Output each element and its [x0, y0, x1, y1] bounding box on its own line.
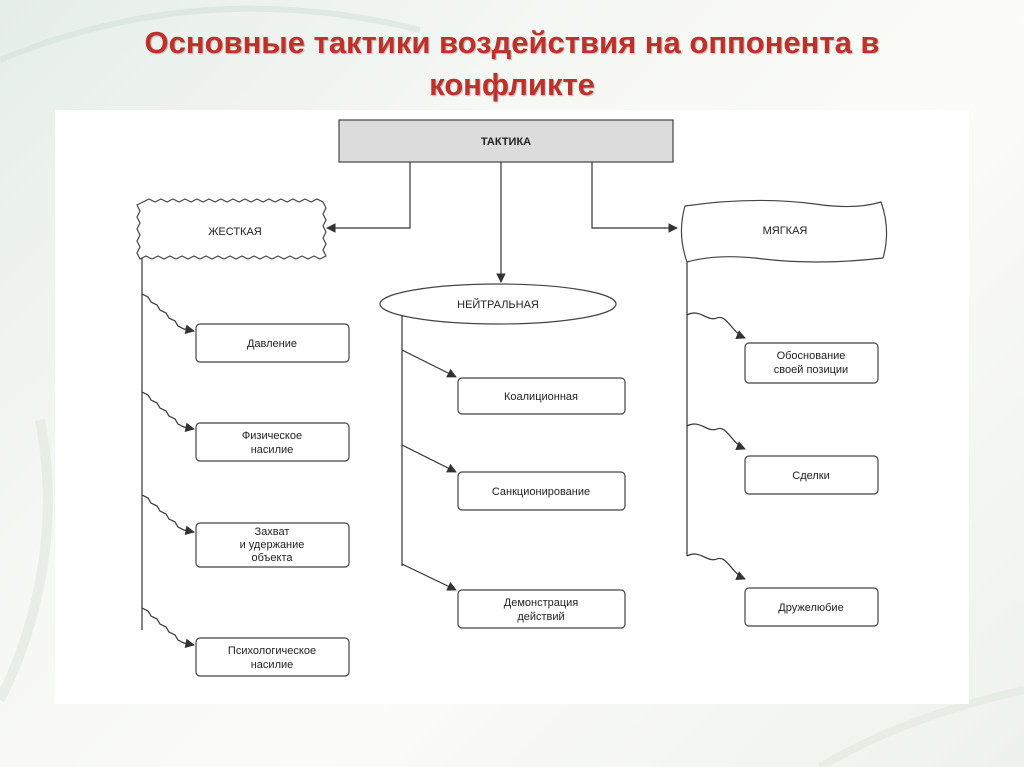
neutral-ellipse [379, 283, 617, 325]
soft-arrow-2 [686, 423, 746, 450]
hard-item-box-1 [195, 323, 350, 363]
soft-item-3-line-1: Дружелюбие [778, 602, 843, 614]
root-box [338, 119, 674, 163]
soft-arrow-1 [686, 312, 746, 339]
neutral-item-box-2 [457, 471, 626, 511]
hard-item-box-2 [195, 422, 350, 462]
neutral-item-3-line-2: действий [517, 611, 564, 623]
hard-label: ЖЕСТКАЯ [208, 226, 262, 238]
soft-item-2-line-1: Сделки [792, 470, 830, 482]
slide-title-line-1: Основные тактики воздействия на оппонент… [144, 25, 880, 60]
slide-title: Основные тактики воздействия на оппонент… [60, 22, 964, 106]
neutral-item-2-line-1: Санкционирование [492, 486, 590, 498]
hard-arrow-3 [141, 494, 195, 536]
soft-item-box-1 [744, 342, 879, 384]
connector-root-hard [326, 162, 411, 233]
hard-item-1-line-1: Давление [247, 338, 297, 350]
hard-item-2-line-2: насилие [251, 444, 294, 456]
hard-arrow-2 [141, 391, 195, 433]
hard-item-3-line-2: и удержание [240, 539, 305, 551]
soft-item-box-2 [744, 455, 879, 495]
soft-item-1-line-1: Обоснование [777, 350, 846, 362]
soft-label: МЯГКАЯ [763, 225, 808, 237]
neutral-arrow-3 [401, 563, 457, 591]
hard-arrow-1 [141, 293, 195, 335]
soft-box [680, 199, 888, 263]
neutral-arrow-2 [401, 444, 457, 473]
soft-item-1-line-2: своей позиции [774, 364, 848, 376]
slide-title-line-2: конфликте [429, 67, 595, 102]
neutral-item-3-line-1: Демонстрация [504, 597, 579, 609]
hard-item-box-3 [195, 522, 350, 568]
diagram-canvas: ТАКТИКА ЖЕСТКАЯ НЕЙТРАЛЬНАЯ МЯГКАЯ Давле… [55, 110, 969, 704]
root-label: ТАКТИКА [481, 136, 531, 148]
soft-item-box-3 [744, 587, 879, 627]
neutral-item-box-3 [457, 589, 626, 629]
neutral-item-1-line-1: Коалиционная [504, 391, 578, 403]
neutral-label: НЕЙТРАЛЬНАЯ [457, 298, 539, 311]
tactics-diagram: ТАКТИКА ЖЕСТКАЯ НЕЙТРАЛЬНАЯ МЯГКАЯ Давле… [136, 119, 888, 677]
hard-item-2-line-1: Физическое [242, 430, 302, 442]
hard-item-box-4 [195, 637, 350, 677]
hard-arrow-4 [141, 607, 195, 649]
connector-root-soft [591, 162, 678, 233]
hard-box [136, 198, 327, 260]
hard-item-4-line-2: насилие [251, 659, 294, 671]
hard-item-3-line-1: Захват [255, 526, 290, 538]
neutral-arrow-1 [401, 349, 457, 378]
hard-item-3-line-3: объекта [251, 552, 293, 564]
neutral-item-box-1 [457, 377, 626, 415]
hard-item-4-line-1: Психологическое [228, 645, 316, 657]
soft-arrow-3 [686, 553, 746, 580]
